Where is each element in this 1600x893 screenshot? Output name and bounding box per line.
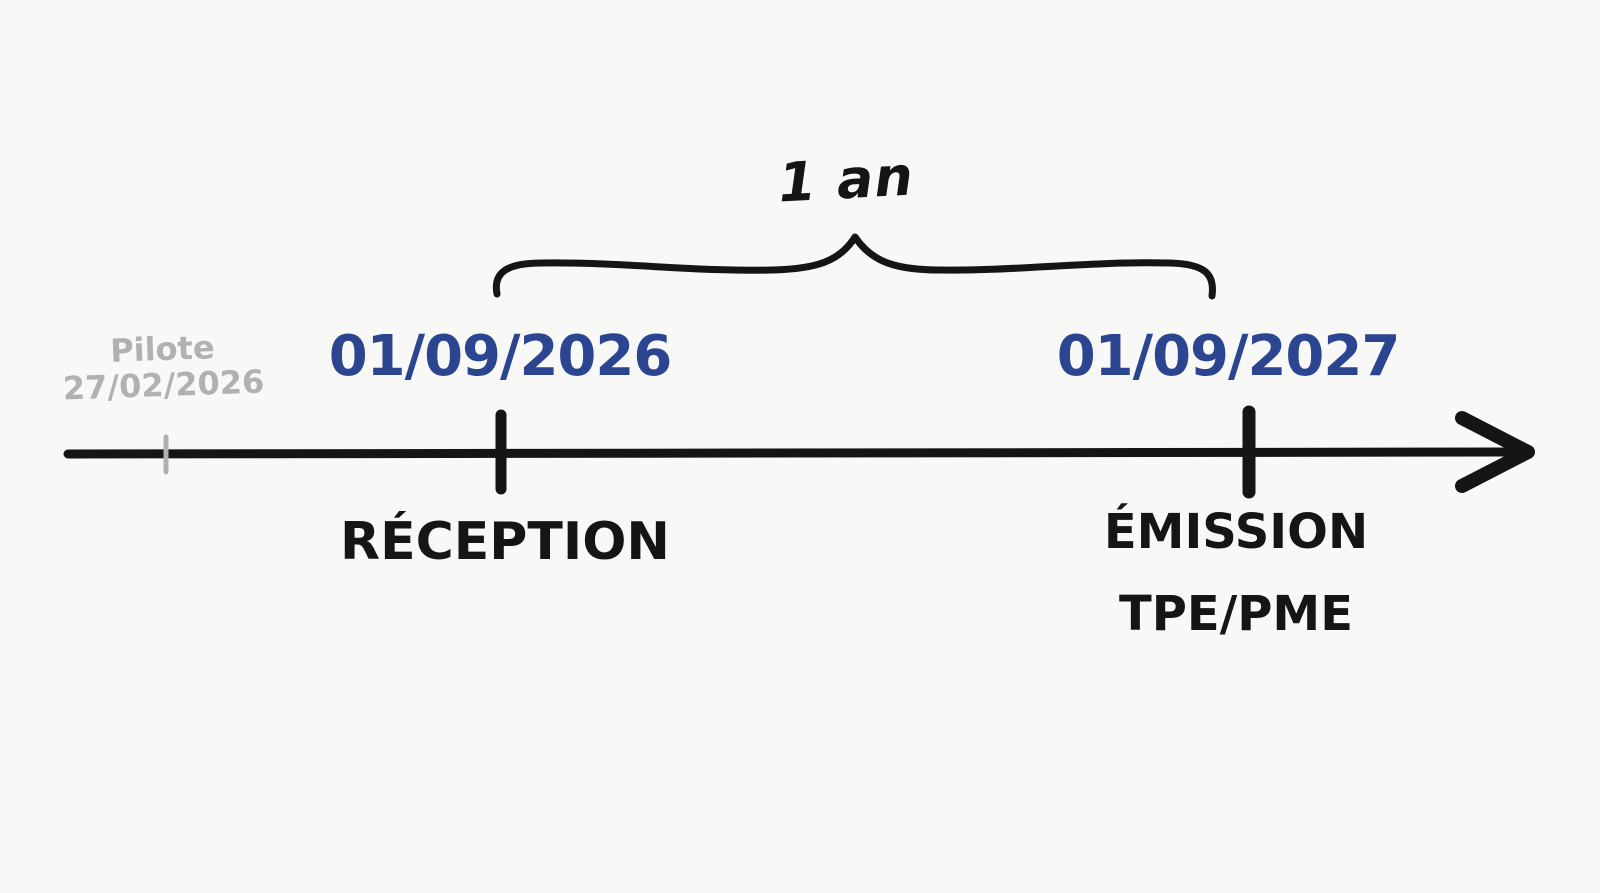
duration-brace [492,233,1216,300]
duration-label: 1 an [776,144,916,215]
pilot-annotation: Pilote 27/02/2026 [61,328,265,408]
arrow-right-icon [1455,411,1535,493]
milestone-label-emission-line1: ÉMISSION [1103,504,1369,560]
milestone-label-reception: RÉCEPTION [340,512,670,572]
milestone-date-reception: 01/09/2026 [328,324,673,389]
milestone-date-emission: 01/09/2027 [1056,324,1401,389]
milestone-label-emission: ÉMISSION TPE/PME [1104,492,1368,655]
timeline-axis-line [63,447,1525,459]
pilot-date: 27/02/2026 [62,362,265,408]
milestone-label-emission-line2: TPE/PME [1119,585,1353,642]
